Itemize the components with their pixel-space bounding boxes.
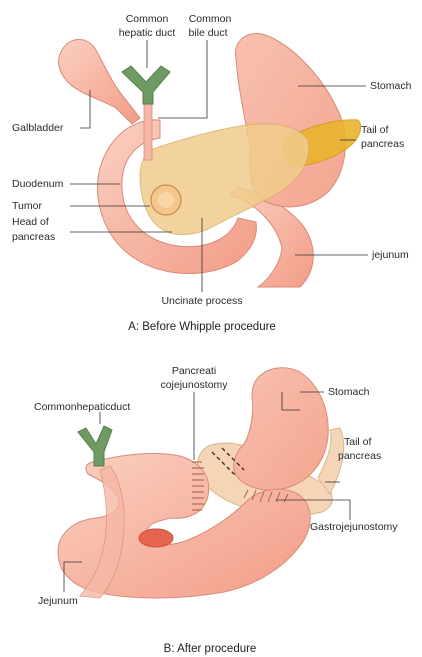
label-pancreaticojejunostomy-line1: Pancreati [172,365,216,377]
label-gastrojejunostomy: Gastrojejunostomy [310,521,398,533]
label-head-of-pancreas-line2: pancreas [12,231,55,243]
label-pancreaticojejunostomy-line2: cojejunostomy [160,379,228,391]
label-tail-of-pancreas-a-line2: pancreas [361,138,404,150]
hepatic-duct-a [122,66,170,104]
label-tail-of-pancreas-a-line1: Tail of [361,124,389,136]
label-gallbladder: Galbladder [12,122,64,134]
label-common-bile-duct-line2: bile duct [188,27,227,39]
label-stomach-a: Stomach [370,80,412,92]
label-common-hepatic-duct-line2: hepatic duct [119,27,176,39]
label-tail-of-pancreas-b-line1: Tail of [344,436,372,448]
label-common-hepatic-duct-line1: Common [126,13,169,25]
panel-a-illustration [59,33,368,292]
label-tumor: Tumor [12,200,42,212]
label-tail-of-pancreas-b-line2: pancreas [338,450,381,462]
label-jejunum-a: jejunum [371,249,409,261]
label-common-hepatic-duct-b: Commonhepaticduct [34,401,130,413]
jejunum-open-end-b [139,529,173,547]
common-bile-duct-a [144,100,152,160]
label-uncinate-process: Uncinate process [161,295,242,307]
label-stomach-b: Stomach [328,386,370,398]
caption-panel-a: A: Before Whipple procedure [128,321,276,333]
label-jejunum-b: Jejunum [38,595,78,607]
gallbladder-a [59,40,140,125]
label-duodenum: Duodenum [12,178,64,190]
label-head-of-pancreas-line1: Head of [12,216,49,228]
stomach-b [234,368,328,490]
caption-panel-b: B: After procedure [164,643,257,655]
label-common-bile-duct-line1: Common [189,13,232,25]
